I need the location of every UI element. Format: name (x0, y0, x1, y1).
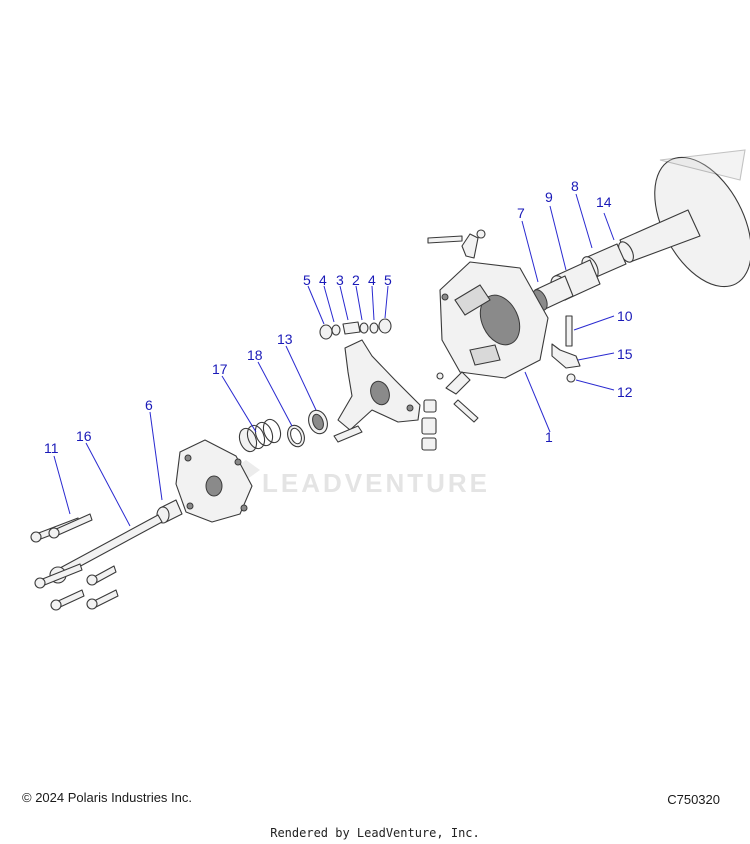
callout-15: 15 (617, 346, 633, 362)
callout-6: 6 (145, 397, 153, 413)
callout-10: 10 (617, 308, 633, 324)
spider-rollers[interactable] (333, 399, 437, 451)
part-4-washer-right[interactable] (369, 322, 379, 334)
watermark-text: LEADVENTURE (262, 468, 490, 498)
part-4-washer-left[interactable] (331, 324, 341, 336)
part-15-roller-arm[interactable] (551, 343, 581, 369)
callout-3: 3 (336, 272, 344, 288)
part-3-roller[interactable] (342, 321, 361, 335)
part-14-sheave-shaft[interactable] (616, 141, 750, 302)
callout-9: 9 (545, 189, 553, 205)
drawing-id: C750320 (667, 792, 720, 807)
callout-2: 2 (352, 272, 360, 288)
part-5-washer-left[interactable] (319, 324, 333, 340)
part-13-ring[interactable] (305, 408, 330, 437)
leader-lines (53, 193, 615, 527)
callout-4-left: 4 (319, 272, 327, 288)
part-17-spring[interactable] (236, 417, 283, 454)
part-10-pin[interactable] (565, 315, 573, 347)
callout-8: 8 (571, 178, 579, 194)
callout-16: 16 (76, 428, 92, 444)
callout-12: 12 (617, 384, 633, 400)
part-2-bushing[interactable] (359, 322, 369, 334)
callout-5-left: 5 (303, 272, 311, 288)
spider-assembly[interactable] (337, 339, 421, 431)
callout-13: 13 (277, 331, 293, 347)
part-1-housing[interactable] (439, 261, 549, 379)
callout-11: 11 (44, 440, 59, 456)
callout-4-right: 4 (368, 272, 376, 288)
housing-pin-top[interactable] (427, 229, 486, 259)
callout-17: 17 (212, 361, 228, 377)
callout-7: 7 (517, 205, 525, 221)
part-11-bolts[interactable] (30, 513, 119, 611)
part-12-nut[interactable] (566, 373, 576, 383)
cover-plate[interactable] (175, 439, 253, 523)
callout-18: 18 (247, 347, 263, 363)
copyright-text: © 2024 Polaris Industries Inc. (22, 790, 192, 805)
callout-5-right: 5 (384, 272, 392, 288)
callouts: 1 2 3 4 4 5 5 6 7 8 9 10 11 12 13 14 15 … (44, 178, 633, 456)
callout-1: 1 (545, 429, 553, 445)
watermark: LEADVENTURE (232, 460, 490, 498)
part-6-bushing[interactable] (156, 499, 183, 524)
part-5-washer-right[interactable] (378, 318, 392, 334)
rendered-by-text: Rendered by LeadVenture, Inc. (270, 826, 480, 840)
callout-14: 14 (596, 194, 612, 210)
housing-weight-lower[interactable] (436, 371, 479, 423)
part-18-ring[interactable] (285, 423, 308, 449)
